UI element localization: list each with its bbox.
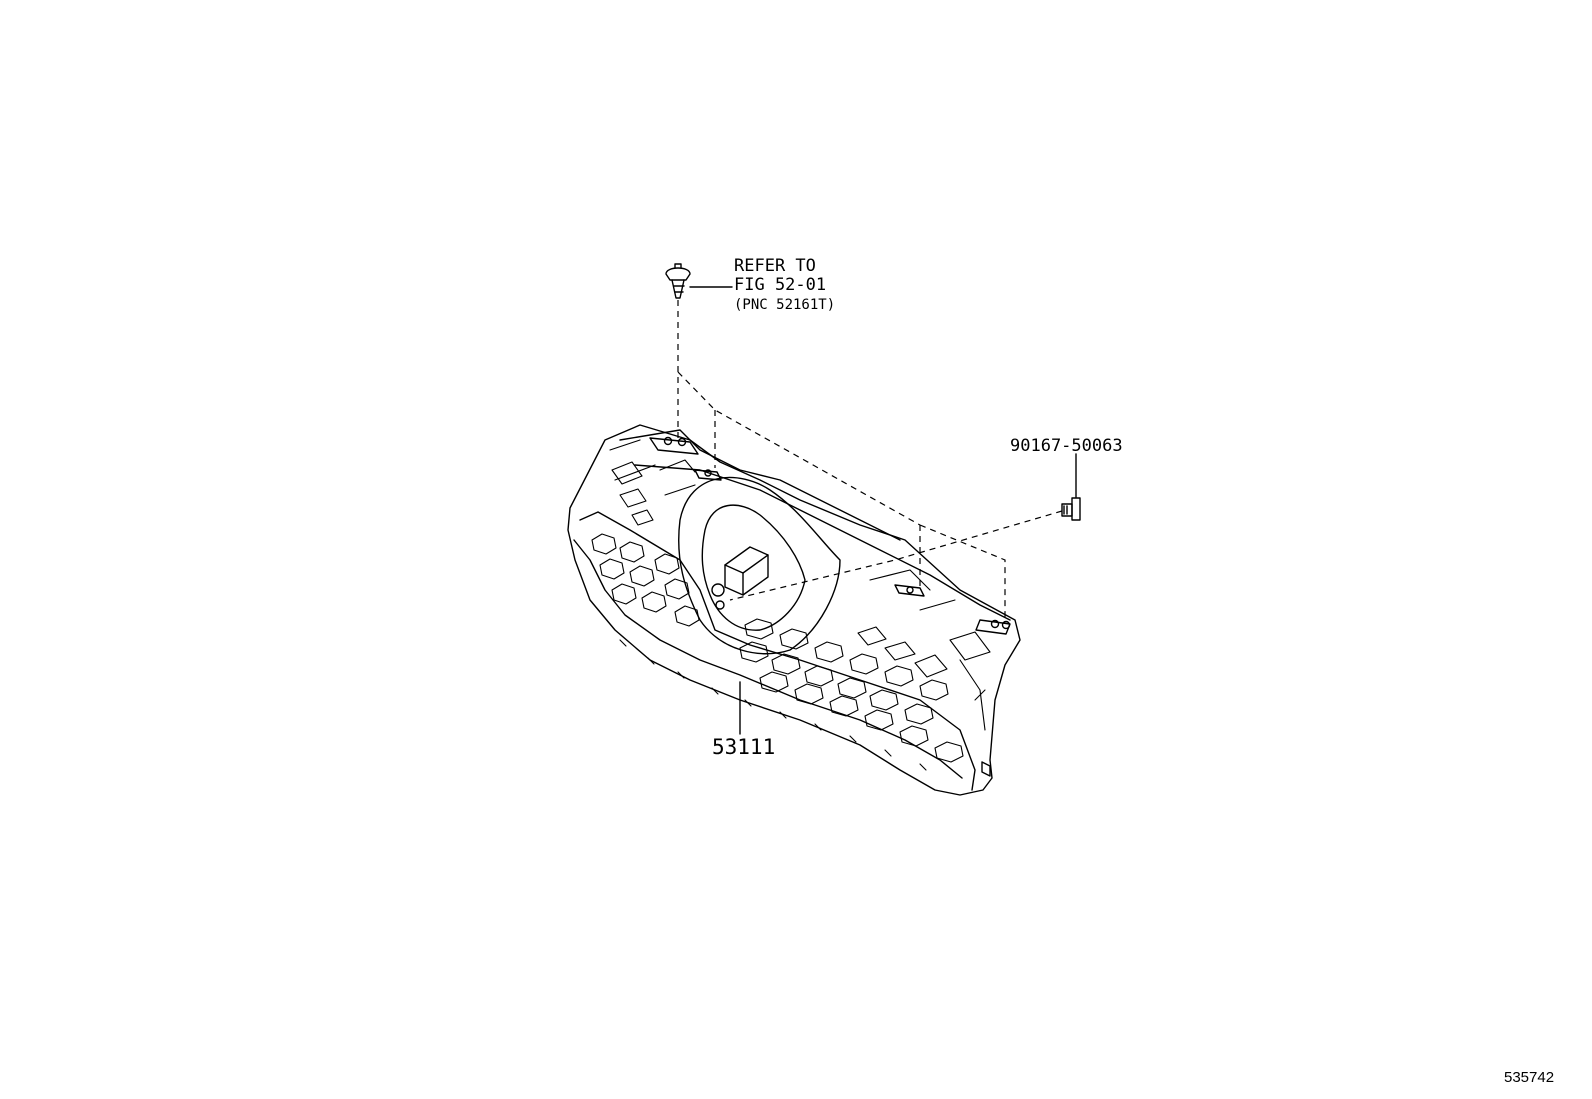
- screw-bolt-icon: [1061, 497, 1081, 521]
- radiator-grille-part: [567, 424, 1021, 796]
- clip-refer-line-1: REFER TO: [734, 256, 816, 276]
- clip-refer-line-3: (PNC 52161T): [734, 297, 836, 313]
- clip-refer-line-2: FIG 52-01: [734, 275, 827, 295]
- push-clip-icon: [665, 263, 691, 299]
- bolt-part-number: 90167-50063: [1010, 436, 1123, 456]
- assembly-lines: [677, 300, 1063, 620]
- grille-part-number: 53111: [712, 735, 776, 759]
- illustration-number: 535742: [1504, 1069, 1555, 1086]
